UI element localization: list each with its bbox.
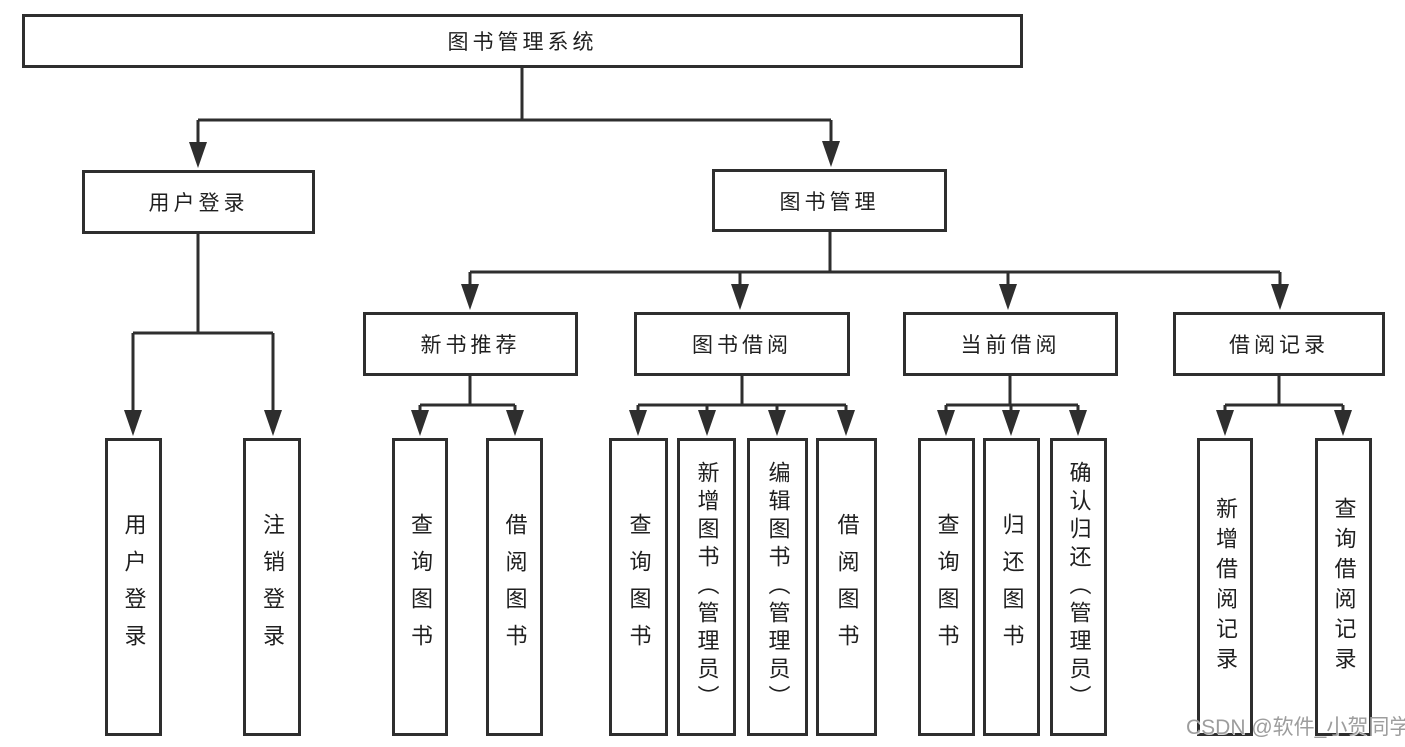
leaf-logout-label: 注销登录 — [260, 513, 285, 661]
arrowhead — [1002, 410, 1020, 436]
arrowhead — [999, 284, 1017, 310]
node-current-borrowing: 当前借阅 — [903, 312, 1118, 376]
node-new-book-recommend: 新书推荐 — [363, 312, 578, 376]
arrowhead — [461, 284, 479, 310]
connector-records-fork — [1216, 376, 1352, 436]
leaf-query-books-recommend: 查询图书 — [392, 438, 448, 736]
connector-book-management-branch — [461, 232, 1289, 310]
leaf-user-login-label: 用户登录 — [121, 513, 147, 661]
arrowhead — [1334, 410, 1352, 436]
leaf-query-books-borrowing-label: 查询图书 — [626, 513, 652, 661]
connector-book-borrow-fork — [629, 376, 855, 436]
leaf-borrow-books-recommend-label: 借阅图书 — [502, 513, 528, 661]
leaf-user-login: 用户登录 — [105, 438, 162, 736]
connector-new-book-fork — [411, 376, 524, 436]
leaf-confirm-return-admin-label: 确认归还（管理员） — [1066, 461, 1092, 713]
arrowhead — [822, 141, 840, 167]
arrowhead — [411, 410, 429, 436]
leaf-borrow-books-borrowing-label: 借阅图书 — [834, 513, 860, 661]
node-book-management-label: 图书管理 — [779, 190, 880, 214]
arrowhead — [698, 410, 716, 436]
leaf-add-borrow-record-label: 新增借阅记录 — [1213, 497, 1238, 677]
leaf-query-books-recommend-label: 查询图书 — [408, 513, 433, 661]
leaf-return-books: 归还图书 — [983, 438, 1040, 736]
arrowhead — [189, 142, 207, 168]
leaf-query-books-current: 查询图书 — [918, 438, 975, 736]
node-book-borrowing: 图书借阅 — [634, 312, 850, 376]
arrowhead — [506, 410, 524, 436]
arrowhead — [1216, 410, 1234, 436]
connector-root-to-level2 — [189, 68, 840, 168]
leaf-query-borrow-record: 查询借阅记录 — [1315, 438, 1372, 736]
arrowhead — [731, 284, 749, 310]
leaf-query-books-borrowing: 查询图书 — [609, 438, 668, 736]
arrowhead — [837, 410, 855, 436]
node-user-login: 用户登录 — [82, 170, 315, 234]
connector-user-login-branch — [124, 234, 282, 436]
node-book-borrowing-label: 图书借阅 — [692, 334, 792, 357]
leaf-edit-book-admin-label: 编辑图书（管理员） — [765, 461, 791, 713]
node-new-book-recommend-label: 新书推荐 — [420, 334, 521, 357]
arrowhead — [1069, 410, 1087, 436]
arrowhead — [629, 410, 647, 436]
arrowhead — [124, 410, 142, 436]
node-root-label: 图书管理系统 — [447, 31, 598, 54]
leaf-edit-book-admin: 编辑图书（管理员） — [747, 438, 808, 736]
leaf-query-borrow-record-label: 查询借阅记录 — [1331, 497, 1357, 677]
leaf-add-book-admin-label: 新增图书（管理员） — [694, 461, 720, 713]
csdn-watermark: CSDN @软件_小贺同学 — [1186, 716, 1405, 739]
node-borrowing-records: 借阅记录 — [1173, 312, 1385, 376]
leaf-confirm-return-admin: 确认归还（管理员） — [1050, 438, 1107, 736]
node-root: 图书管理系统 — [22, 14, 1023, 68]
node-book-management: 图书管理 — [712, 169, 947, 232]
leaf-borrow-books-recommend: 借阅图书 — [486, 438, 543, 736]
arrowhead — [264, 410, 282, 436]
node-user-login-label: 用户登录 — [148, 192, 249, 215]
leaf-return-books-label: 归还图书 — [999, 513, 1025, 661]
node-borrowing-records-label: 借阅记录 — [1229, 334, 1329, 357]
connector-current-borrow-fork — [937, 376, 1087, 436]
leaf-borrow-books-borrowing: 借阅图书 — [816, 438, 877, 736]
leaf-logout: 注销登录 — [243, 438, 301, 736]
arrowhead — [937, 410, 955, 436]
arrowhead — [1271, 284, 1289, 310]
node-current-borrowing-label: 当前借阅 — [960, 334, 1061, 357]
leaf-query-books-current-label: 查询图书 — [934, 513, 960, 661]
leaf-add-book-admin: 新增图书（管理员） — [677, 438, 736, 736]
arrowhead — [768, 410, 786, 436]
leaf-add-borrow-record: 新增借阅记录 — [1197, 438, 1253, 736]
